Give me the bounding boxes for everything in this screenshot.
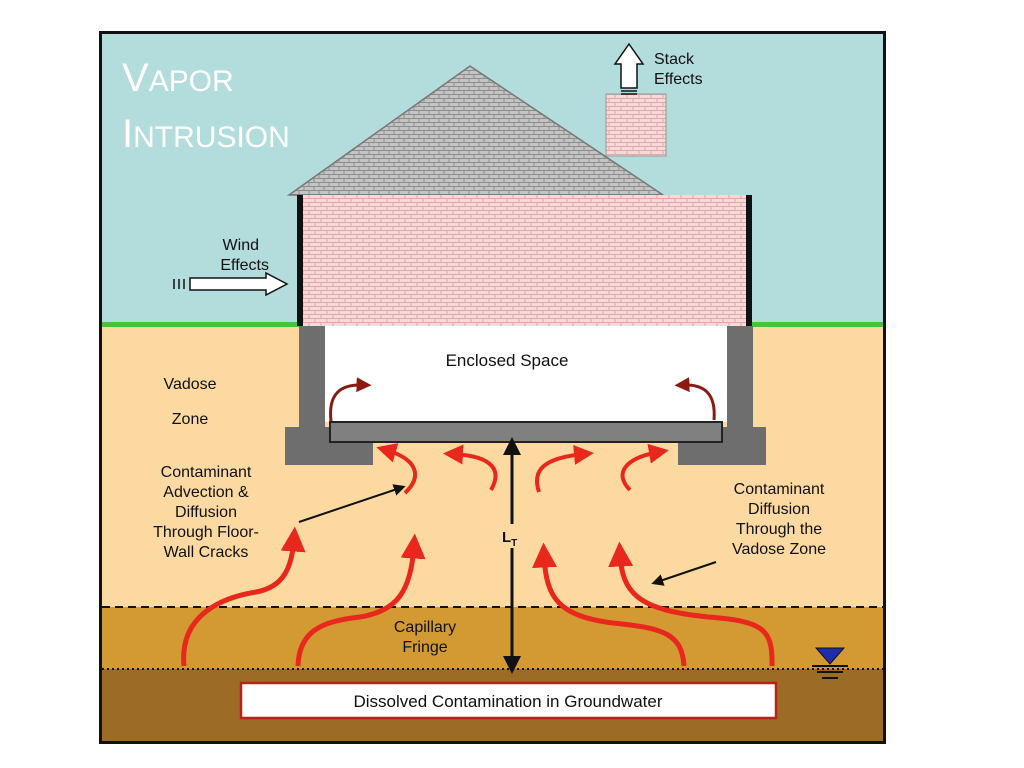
vapor-arrow-3 [532, 542, 687, 667]
crack-arrow-4 [620, 443, 669, 492]
water-table-icon [814, 647, 846, 665]
crack-arrow-3 [535, 444, 594, 493]
wind-effects-arrow [189, 271, 289, 297]
vapor-arrow-2 [295, 533, 426, 667]
house-walls [297, 195, 752, 326]
page-title: VAPOR [122, 56, 234, 100]
chimney [605, 93, 667, 157]
capillary-fringe [102, 607, 883, 669]
stack-effects-arrow [613, 42, 645, 89]
basement-wall-left [299, 326, 325, 430]
house-wall-right [746, 195, 752, 326]
vapor-arrow-4 [608, 541, 775, 667]
basement-slab [329, 421, 723, 443]
distance-label-bg [496, 524, 528, 548]
advection-pointer [298, 484, 406, 523]
enclosed-space-label: Enclosed Space [446, 351, 569, 370]
diffusion-pointer [651, 561, 717, 586]
vapor-arrow-1 [181, 526, 306, 667]
house-wall-left [297, 195, 303, 326]
page-title-line2: INTRUSION [122, 112, 290, 156]
groundwater-label-box [239, 681, 778, 720]
basement-enclosed-space [325, 326, 727, 422]
indoor-air-arrow-right [674, 377, 716, 421]
basement-wall-right [727, 326, 753, 430]
groundwater-label: Dissolved Contamination in Groundwater [354, 692, 663, 711]
crack-arrow-1 [376, 443, 417, 495]
crack-arrow-2 [443, 444, 498, 492]
indoor-air-arrow-left [329, 377, 372, 422]
distance-label: LT [502, 529, 517, 549]
